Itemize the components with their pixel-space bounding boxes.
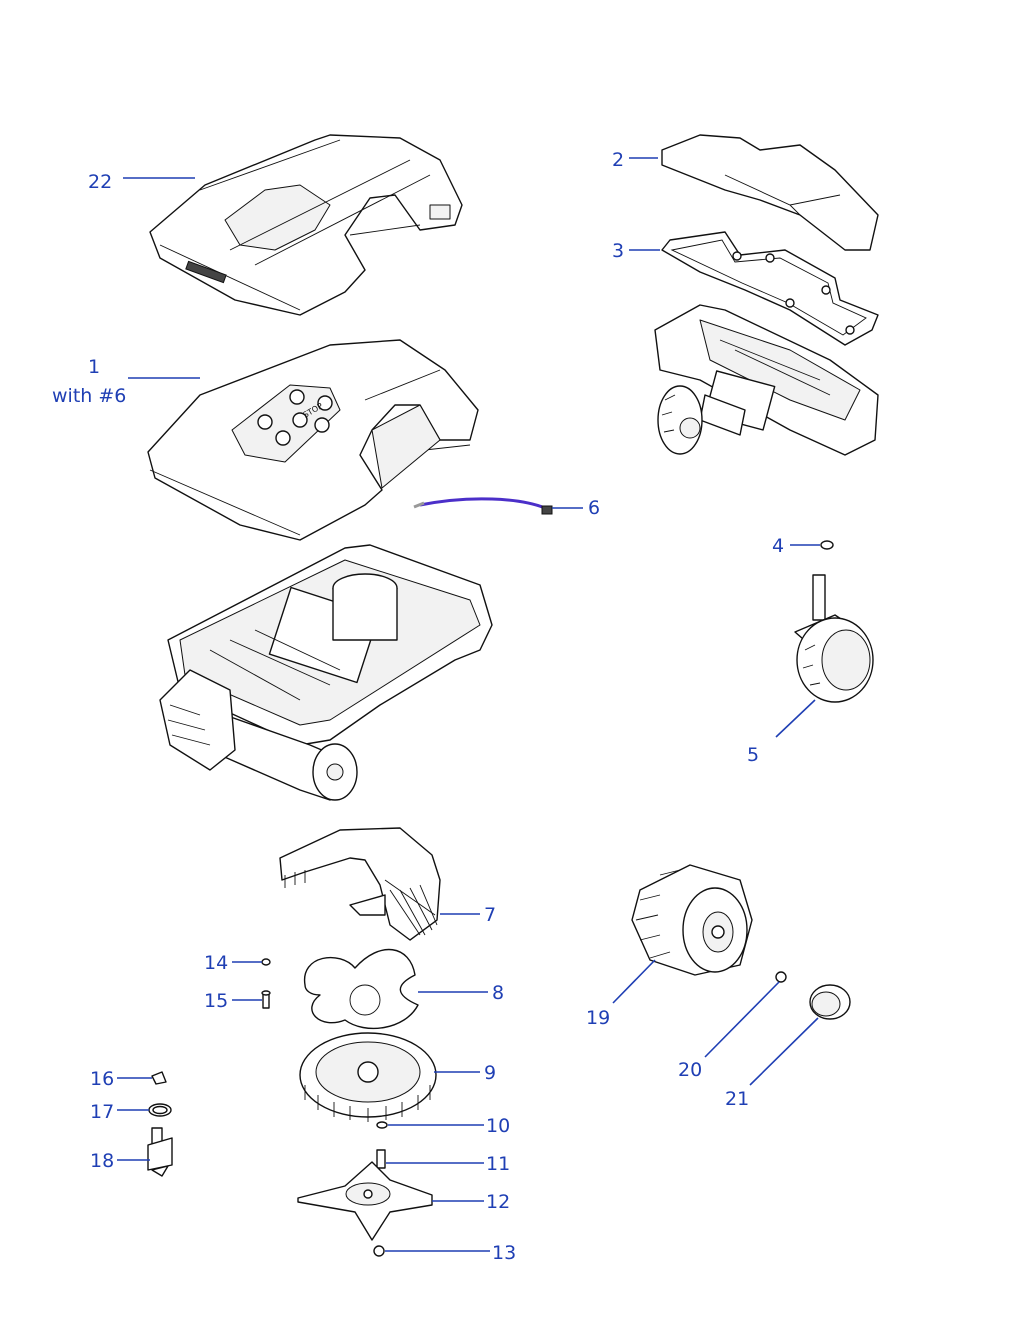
label-3: 3 (612, 240, 624, 262)
part-18-knob (147, 1127, 173, 1177)
label-13: 13 (492, 1242, 516, 1264)
part-3-gasket (661, 231, 879, 346)
part-20-screw (775, 971, 787, 983)
label-10: 10 (486, 1115, 510, 1137)
part-6-cable (413, 497, 553, 515)
label-20: 20 (678, 1059, 702, 1081)
chassis-assembly (159, 544, 493, 801)
part-13-nut (373, 1245, 385, 1257)
label-2: 2 (612, 149, 624, 171)
part-12-blade (297, 1161, 433, 1241)
label-16: 16 (90, 1068, 114, 1090)
part-9-blade-disc (299, 1032, 437, 1122)
label-14: 14 (204, 952, 228, 974)
part-1-body-cover: STOP (147, 339, 479, 541)
part-5-caster (794, 574, 874, 703)
part-8-cover-plate (304, 949, 419, 1030)
label-6: 6 (588, 497, 600, 519)
label-5: 5 (747, 744, 759, 766)
label-9: 9 (484, 1062, 496, 1084)
label-11: 11 (486, 1153, 510, 1175)
part-11-pin (376, 1149, 386, 1169)
rear-housing-assembly (654, 304, 879, 456)
label-17: 17 (90, 1101, 114, 1123)
part-14-nut (261, 958, 271, 966)
label-1: 1 (88, 356, 100, 378)
label-19: 19 (586, 1007, 610, 1029)
label-15: 15 (204, 990, 228, 1012)
label-7: 7 (484, 904, 496, 926)
leader-lines (117, 157, 820, 1252)
part-19-drive-wheel (631, 864, 753, 976)
part-4-clip (820, 540, 834, 550)
label-8: 8 (492, 982, 504, 1004)
label-22: 22 (88, 171, 112, 193)
label-12: 12 (486, 1191, 510, 1213)
part-17-oring (148, 1103, 172, 1117)
callout-labels: 22 1 with #6 2 3 4 5 6 7 8 9 10 11 12 13… (52, 149, 784, 1264)
label-18: 18 (90, 1150, 114, 1172)
part-7-blade-guard (279, 827, 441, 941)
part-15-screw (261, 990, 271, 1009)
part-21-hub-cap (809, 984, 851, 1020)
part-10-washer (376, 1121, 388, 1129)
label-1-with-6: with #6 (52, 385, 126, 407)
part-16-clip (151, 1071, 167, 1085)
part-22-top-cover (149, 134, 463, 316)
label-4: 4 (772, 535, 784, 557)
part-2-lid (661, 134, 879, 251)
label-21: 21 (725, 1088, 749, 1110)
